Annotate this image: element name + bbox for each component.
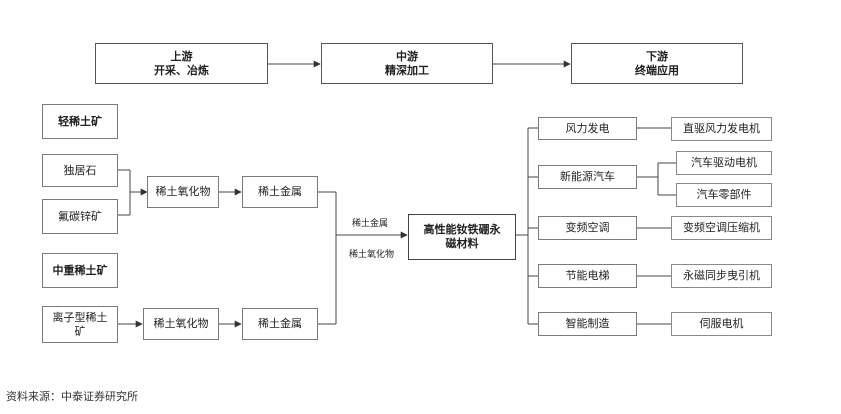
stage-upstream-sub: 开采、冶炼	[154, 63, 209, 77]
stage-downstream: 下游 终端应用	[571, 43, 743, 84]
heavy-ore-header: 中重稀土矿	[42, 253, 118, 288]
input-label-metal: 稀土金属	[352, 219, 389, 229]
light-metal: 稀土金属	[242, 176, 318, 208]
stage-downstream-title: 下游	[646, 49, 668, 63]
app-smart-manufacturing: 智能制造	[538, 312, 637, 336]
source-note: 资料来源：中泰证券研究所	[6, 390, 138, 403]
output-wind-generator: 直驱风力发电机	[671, 117, 772, 141]
output-servo-motor: 伺服电机	[671, 312, 772, 336]
stage-midstream: 中游 精深加工	[321, 43, 493, 84]
stage-midstream-sub: 精深加工	[385, 63, 429, 77]
app-wind-power: 风力发电	[538, 117, 637, 140]
app-nev: 新能源汽车	[538, 165, 637, 189]
stage-upstream-title: 上游	[170, 49, 193, 63]
app-elevator: 节能电梯	[538, 264, 637, 288]
output-ac-compressor: 变频空调压缩机	[671, 216, 772, 240]
input-label-oxide: 稀土氧化物	[349, 250, 395, 260]
core-magnet-material: 高性能钕铁硼永磁材料	[408, 214, 516, 260]
app-inverter-ac: 变频空调	[538, 216, 637, 240]
ore-bastnaesite: 氟碳锌矿	[42, 199, 118, 234]
ore-monazite: 独居石	[42, 154, 118, 187]
stage-midstream-title: 中游	[396, 49, 418, 63]
ore-ionic: 离子型稀土矿	[42, 306, 118, 343]
heavy-metal: 稀土金属	[242, 308, 318, 340]
heavy-oxide: 稀土氧化物	[143, 308, 219, 340]
stage-upstream: 上游 开采、冶炼	[95, 43, 268, 84]
light-ore-header: 轻稀土矿	[42, 104, 118, 139]
output-traction-machine: 永磁同步曳引机	[671, 264, 772, 288]
output-auto-parts: 汽车零部件	[676, 183, 772, 207]
light-oxide: 稀土氧化物	[147, 176, 219, 208]
output-drive-motor: 汽车驱动电机	[676, 151, 772, 175]
stage-downstream-sub: 终端应用	[635, 63, 679, 77]
